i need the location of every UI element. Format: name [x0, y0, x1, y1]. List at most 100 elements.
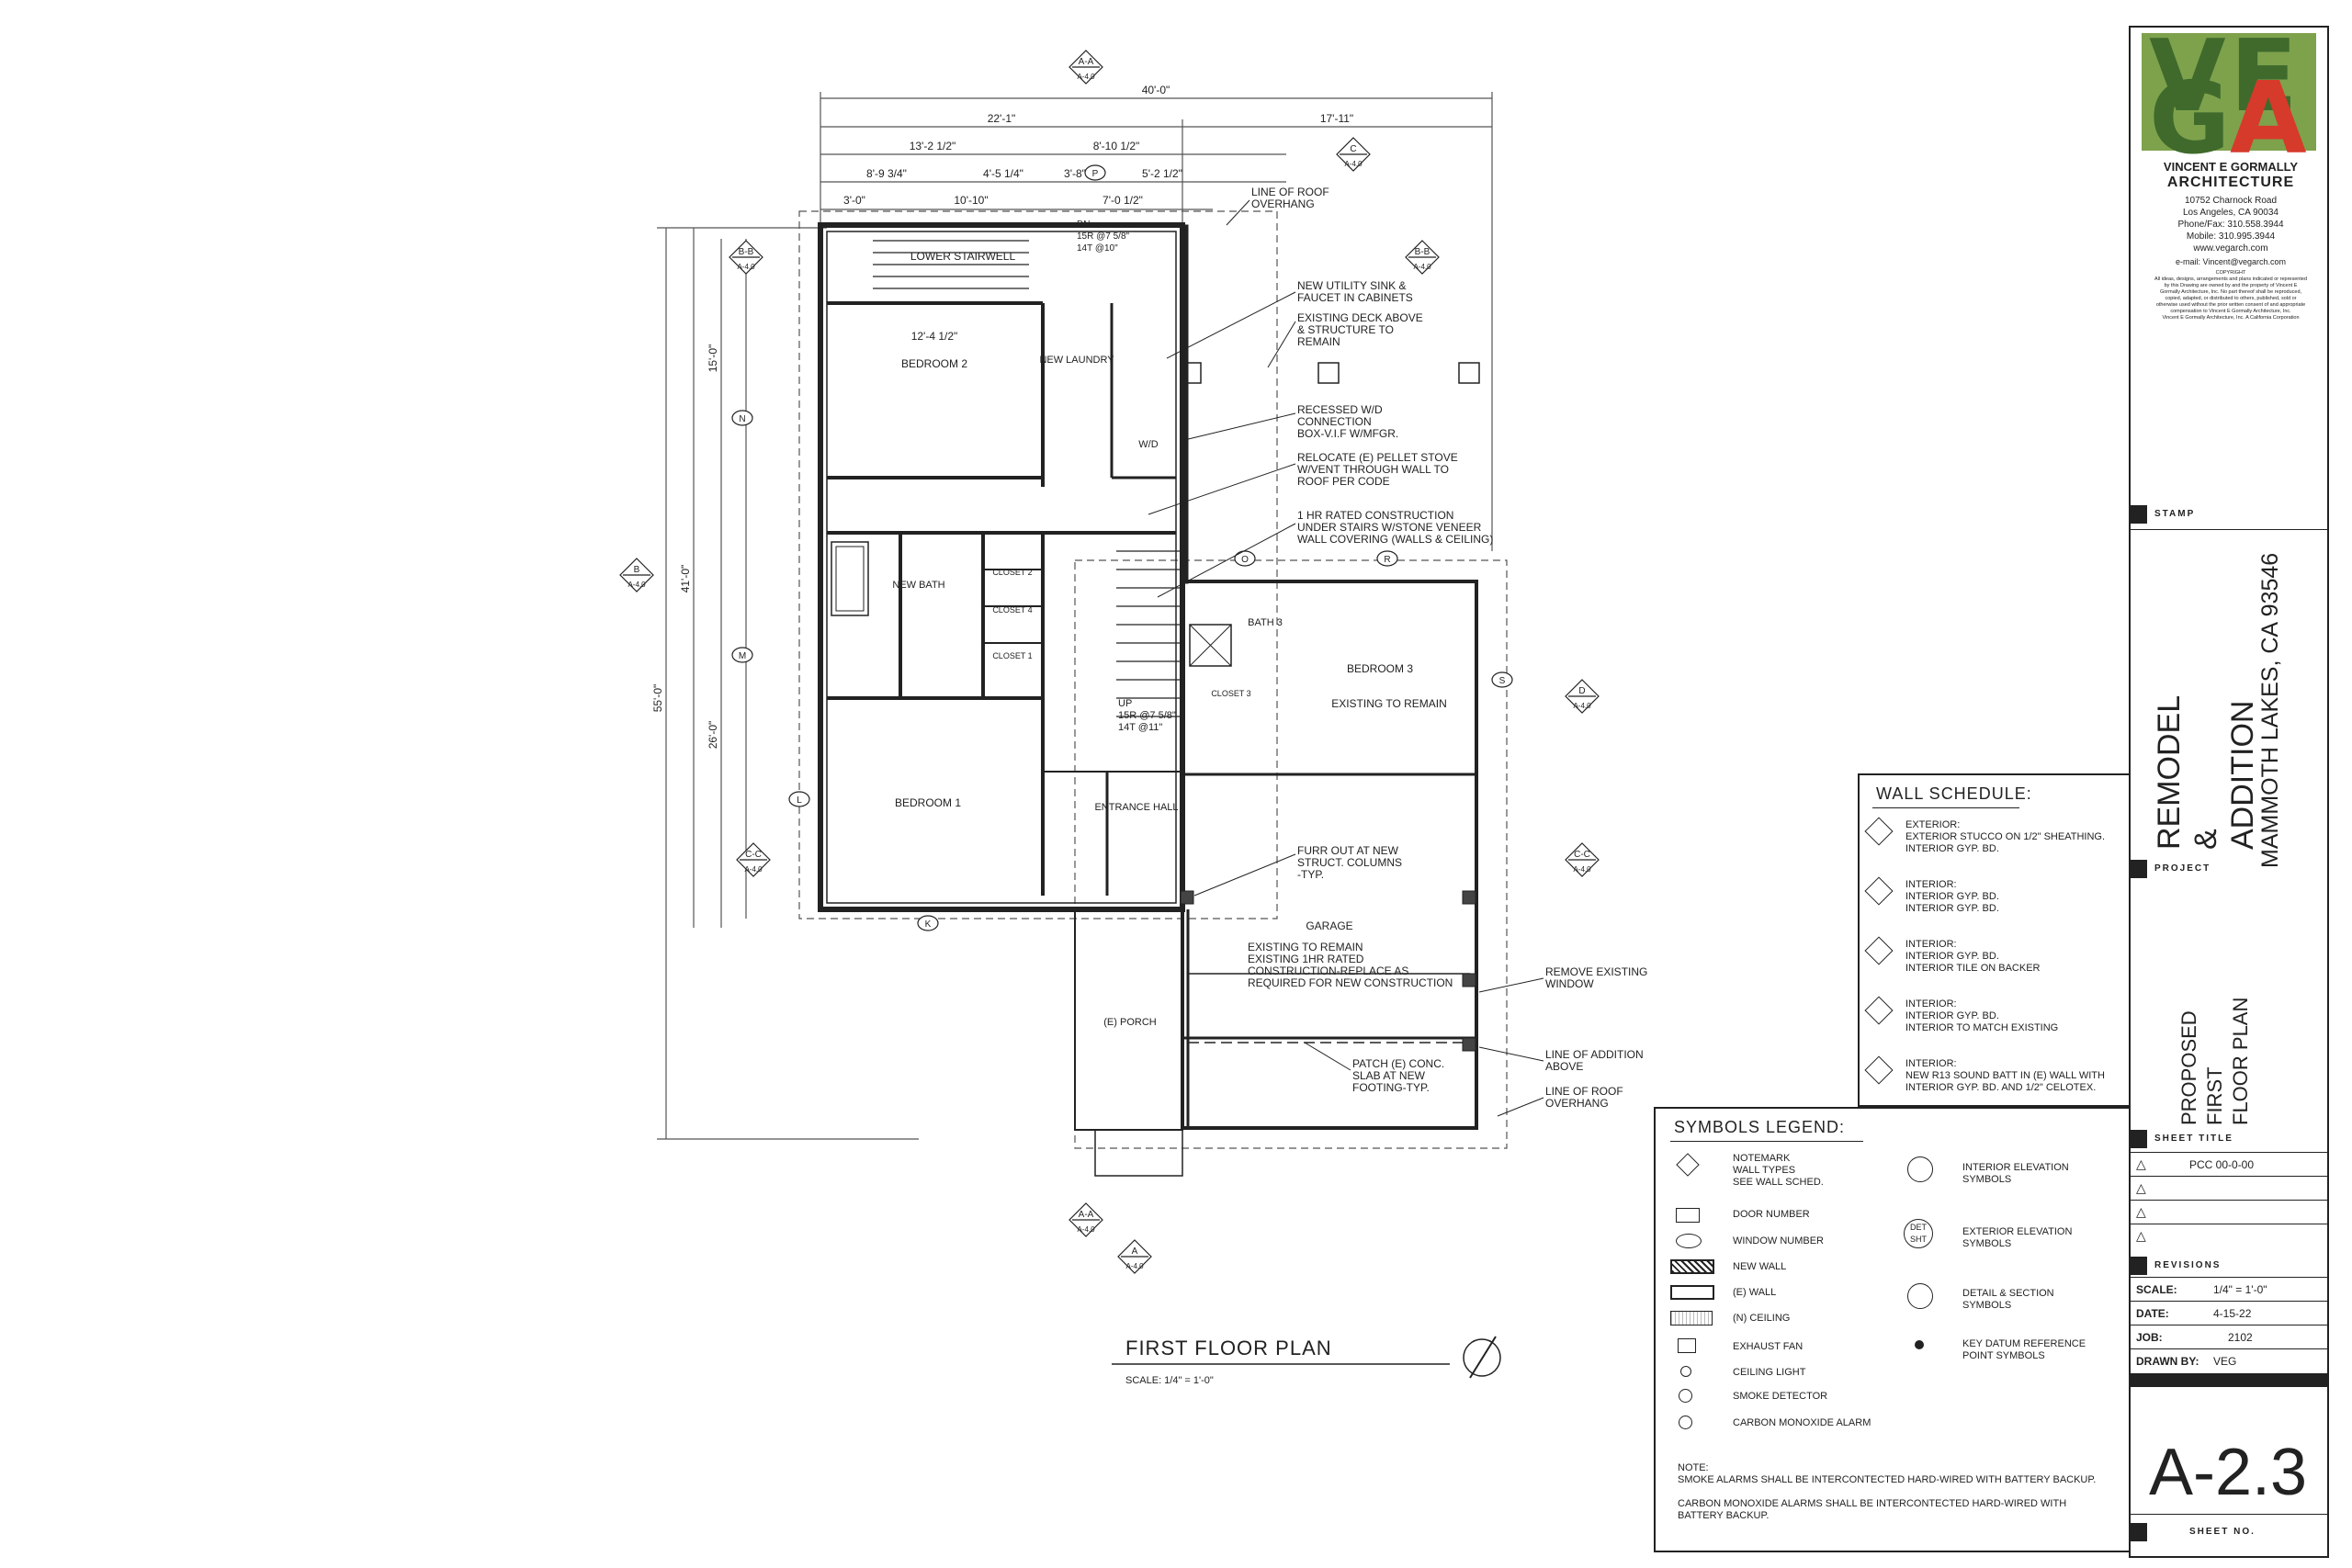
grid-bubble-p: P — [1084, 164, 1106, 181]
svg-text:A-4.0: A-4.0 — [1344, 160, 1363, 168]
wall-schedule-rule — [1872, 807, 2019, 808]
scale-label: SCALE: — [2136, 1283, 2177, 1296]
firm-email: e-mail: Vincent@vegarch.com — [2175, 257, 2287, 266]
legend-co-alarm: CARBON MONOXIDE ALARM — [1733, 1417, 1871, 1428]
note-patch-slab: PATCH (E) CONC. SLAB AT NEW FOOTING-TYP. — [1352, 1057, 1445, 1094]
svg-text:A-4.0: A-4.0 — [1413, 263, 1431, 271]
new-ceiling-icon — [1670, 1311, 1713, 1325]
section-callout-cc-right: C-C A-4.0 — [1565, 842, 1600, 877]
revision-triangle-icon: △ — [2136, 1228, 2146, 1243]
revision-row-1: △ PCC 00-0-00 — [2131, 1152, 2327, 1177]
section-callout-cc-left: C-C A-4.0 — [736, 842, 771, 877]
grid-bubble-o: O — [1234, 550, 1256, 567]
smoke-detector-icon — [1679, 1389, 1692, 1403]
legend-exhaust-fan: EXHAUST FAN — [1733, 1341, 1804, 1352]
svg-text:A-A: A-A — [1079, 57, 1094, 67]
plan-title: FIRST FLOOR PLAN — [1125, 1337, 1332, 1359]
drawn-by-value: VEG — [2213, 1355, 2237, 1368]
dim-depth-15: 15'-0" — [707, 344, 719, 373]
room-label-bedroom-2: BEDROOM 2 — [901, 357, 967, 370]
ceiling-light-icon — [1680, 1366, 1691, 1377]
stamp-bar: STAMP — [2131, 505, 2327, 524]
dim-d5: 3'-8" — [1064, 167, 1086, 180]
room-label-bedroom-3: BEDROOM 3 — [1347, 662, 1413, 675]
dim-right-part: 17'-11" — [1320, 112, 1353, 125]
svg-text:A-4.0: A-4.0 — [1573, 865, 1591, 874]
title-block: V E G A VINCENT E GORMALLY ARCHITECTURE … — [2129, 26, 2329, 1558]
svg-text:A-4.0: A-4.0 — [744, 865, 763, 874]
legend-new-ceiling: (N) CEILING — [1733, 1313, 1791, 1324]
section-callout-aa-bottom: A-A A-4.0 — [1069, 1202, 1103, 1237]
title-block-dark-band — [2131, 1374, 2327, 1387]
note-remove-window: REMOVE EXISTING WINDOW — [1545, 965, 1648, 990]
section-callout-aa-top: A-A A-4.0 — [1069, 50, 1103, 85]
legend-datum-reference: KEY DATUM REFERENCE POINT SYMBOLS — [1962, 1338, 2086, 1361]
dim-overall-depth: 55'-0" — [651, 684, 664, 713]
logo-letter-e: E — [2230, 19, 2298, 134]
dim-left-part: 22'-1" — [988, 112, 1016, 125]
dim-d9: 7'-0 1/2" — [1102, 194, 1143, 207]
svg-text:O: O — [1241, 555, 1249, 565]
revision-row-2: △ — [2131, 1176, 2327, 1201]
svg-text:C: C — [1350, 144, 1356, 154]
svg-text:L: L — [797, 795, 802, 806]
dim-bedroom2-width: 12'-4 1/2" — [911, 330, 958, 343]
dim-d7: 3'-0" — [843, 194, 865, 207]
stairs-up-note: UP 15R @7 5/8" 14T @11" — [1118, 698, 1176, 733]
svg-text:K: K — [925, 919, 932, 930]
note-existing-deck: EXISTING DECK ABOVE & STRUCTURE TO REMAI… — [1297, 311, 1423, 348]
room-label-new-laundry: NEW LAUNDRY — [1039, 355, 1114, 366]
plan-scale: SCALE: 1/4" = 1'-0" — [1125, 1375, 1214, 1386]
legend-smoke-detector: SMOKE DETECTOR — [1733, 1391, 1828, 1402]
exterior-elevation-icon: DET SHT — [1904, 1219, 1933, 1248]
grid-bubble-k: K — [917, 915, 939, 931]
room-label-closet-1: CLOSET 1 — [992, 651, 1032, 660]
room-note-garage: EXISTING TO REMAIN EXISTING 1HR RATED CO… — [1248, 941, 1453, 989]
svg-text:R: R — [1384, 555, 1390, 565]
dim-d8: 10'-10" — [954, 194, 988, 207]
svg-text:A-4.0: A-4.0 — [1077, 73, 1095, 81]
room-label-closet-3: CLOSET 3 — [1211, 689, 1250, 698]
svg-text:B-B: B-B — [739, 247, 754, 257]
svg-text:B-B: B-B — [1415, 247, 1430, 257]
svg-text:C-C: C-C — [745, 850, 762, 860]
svg-text:N: N — [739, 414, 745, 424]
revision-row-3: △ — [2131, 1200, 2327, 1224]
wall-type-d-icon — [1864, 996, 1894, 1025]
elevation-callout-a: A A-4.0 — [1117, 1239, 1152, 1274]
note-1hr-rated: 1 HR RATED CONSTRUCTION UNDER STAIRS W/S… — [1297, 509, 1494, 546]
firm-name-2: ARCHITECTURE — [2166, 175, 2295, 190]
firm-copyright: COPYRIGHT All ideas, designs, arrangemen… — [2154, 270, 2308, 321]
project-address: MAMMOTH LAKES, CA 93546 — [2257, 552, 2283, 868]
room-note-wd: W/D — [1138, 439, 1158, 450]
svg-text:A: A — [1132, 1247, 1138, 1257]
svg-text:S: S — [1499, 676, 1506, 686]
symbols-legend-rule — [1670, 1141, 1863, 1142]
wall-type-c-icon — [1864, 936, 1894, 965]
dim-d6: 5'-2 1/2" — [1142, 167, 1182, 180]
existing-wall-icon — [1670, 1285, 1714, 1300]
grid-bubble-m: M — [731, 647, 753, 663]
legend-existing-wall: (E) WALL — [1733, 1287, 1777, 1298]
legend-door-number: DOOR NUMBER — [1733, 1209, 1810, 1220]
wall-type-d-text: INTERIOR: INTERIOR GYP. BD. INTERIOR TO … — [1905, 998, 2059, 1033]
co-alarm-icon — [1679, 1416, 1692, 1429]
svg-text:A-A: A-A — [1079, 1210, 1094, 1220]
wall-type-b-icon — [1864, 876, 1894, 906]
logo-letter-v: V — [2149, 19, 2226, 134]
dim-depth-41: 41'-0" — [679, 565, 692, 593]
sheet-no-rule — [2131, 1514, 2327, 1515]
legend-note: NOTE: SMOKE ALARMS SHALL BE INTERCONTECT… — [1678, 1462, 2097, 1521]
job-row: JOB: 2102 — [2131, 1325, 2327, 1349]
grid-bubble-l: L — [788, 791, 810, 807]
legend-new-wall: NEW WALL — [1733, 1261, 1787, 1272]
scale-value: 1/4" = 1'-0" — [2213, 1283, 2267, 1296]
logo-letter-a: A — [2230, 62, 2307, 176]
note-addition-above: LINE OF ADDITION ABOVE — [1545, 1048, 1644, 1073]
project-title: REMODEL & ADDITION — [2152, 696, 2260, 850]
scale-row: SCALE: 1/4" = 1'-0" — [2131, 1277, 2327, 1302]
revision-triangle-icon: △ — [2136, 1204, 2146, 1219]
room-label-entrance-hall: ENTRANCE HALL — [1094, 802, 1178, 813]
svg-text:P: P — [1092, 169, 1099, 179]
section-callout-bb-right: B-B A-4.0 — [1405, 240, 1440, 275]
